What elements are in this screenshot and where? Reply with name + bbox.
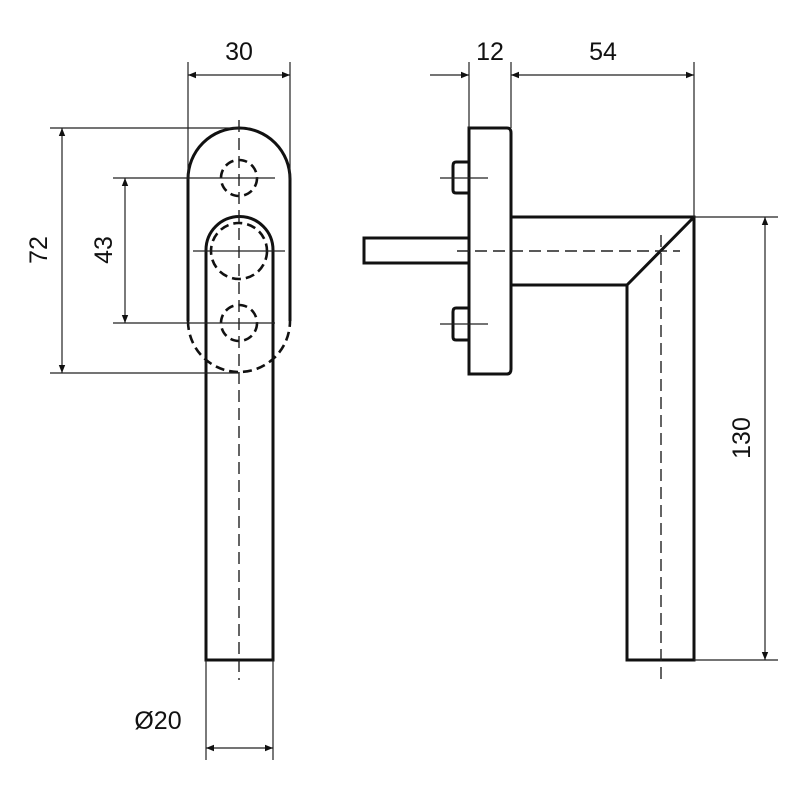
dim-label-43: 43	[90, 236, 118, 264]
dim-label-54: 54	[589, 38, 617, 66]
dim-label-130: 130	[728, 417, 756, 459]
rose-plate-side	[467, 126, 513, 376]
dimension-43: 43	[90, 178, 129, 323]
dimension-diameter-20: Ø20	[134, 660, 274, 760]
dimension-54: 54	[511, 38, 695, 217]
dimension-72: 72	[25, 127, 239, 374]
dimension-12: 12	[430, 38, 512, 128]
dim-label-diameter-20: Ø20	[134, 707, 181, 735]
side-view	[362, 126, 696, 680]
dim-label-30: 30	[225, 38, 253, 66]
lever-front	[204, 215, 275, 662]
lever-side	[511, 215, 696, 662]
dim-label-72: 72	[25, 236, 53, 264]
dimension-130: 130	[694, 216, 778, 661]
rose-hidden-bottom	[186, 320, 292, 374]
dim-label-12: 12	[476, 38, 504, 66]
front-view	[113, 120, 292, 680]
dimension-30: 30	[187, 38, 291, 180]
spindle	[362, 236, 469, 265]
